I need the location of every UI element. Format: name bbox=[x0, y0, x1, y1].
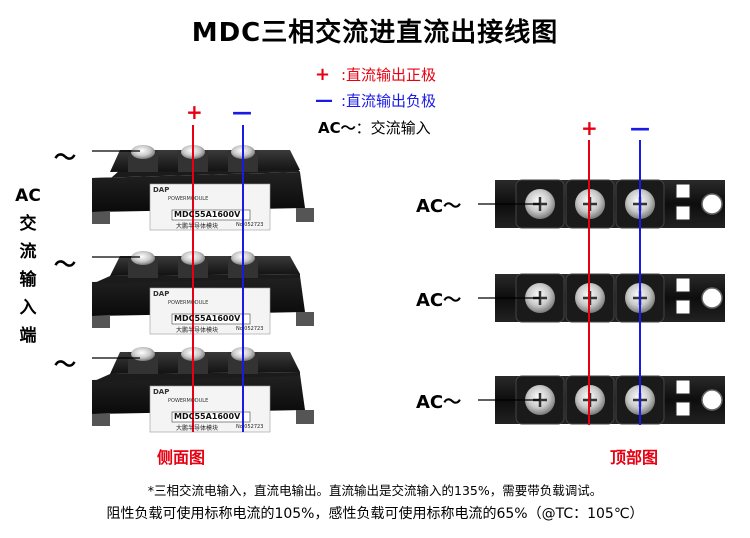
module-subtitle: POWERMODULE bbox=[168, 300, 209, 306]
legend-positive: + :直流输出正极 bbox=[315, 64, 436, 85]
side-module-1 bbox=[92, 145, 314, 231]
side-plus-label: + bbox=[186, 100, 203, 124]
minus-symbol: — bbox=[315, 90, 333, 111]
top-ac-label-2: AC～ bbox=[416, 290, 462, 311]
legend-positive-text: :直流输出正极 bbox=[341, 66, 437, 84]
module-maker: 大鹏半导体模块 bbox=[176, 425, 219, 432]
ac-input-label: AC 交 流 输 入 端 bbox=[8, 182, 48, 350]
ac-char: AC bbox=[15, 186, 41, 206]
ac-char: 流 bbox=[19, 242, 37, 262]
plus-symbol: + bbox=[315, 64, 331, 85]
ac-tilde-2: ～ bbox=[54, 253, 77, 278]
top-plus-label: + bbox=[581, 116, 598, 140]
module-serial: No.052723 bbox=[236, 424, 264, 430]
module-maker: 大鹏半导体模块 bbox=[176, 223, 219, 230]
module-brand: DAP bbox=[153, 388, 170, 396]
module-model: MDC55A1600V bbox=[174, 210, 241, 219]
top-minus-label: — bbox=[630, 116, 650, 140]
ac-tilde-1: ～ bbox=[54, 146, 77, 171]
ac-char: 交 bbox=[19, 214, 37, 234]
note-line-1: *三相交流电输入，直流电输出。直流输出是交流输入的135%，需要带负载调试。 bbox=[147, 483, 603, 498]
module-brand: DAP bbox=[153, 186, 170, 194]
module-serial: No.052723 bbox=[236, 326, 264, 332]
ac-tilde-3: ～ bbox=[54, 353, 77, 378]
ac-char: 入 bbox=[19, 298, 37, 318]
module-model: MDC55A1600V bbox=[174, 412, 241, 421]
page-title: MDC三相交流进直流出接线图 bbox=[191, 18, 559, 48]
legend-ac-text: ：交流输入 bbox=[355, 119, 431, 137]
legend-negative: — :直流输出负极 bbox=[315, 90, 436, 111]
top-ac-label-3: AC～ bbox=[416, 392, 462, 413]
module-serial: No.052723 bbox=[236, 222, 264, 228]
side-minus-label: — bbox=[232, 100, 252, 124]
top-view-caption: 顶部图 bbox=[610, 448, 659, 467]
module-subtitle: POWERMODULE bbox=[168, 398, 209, 404]
side-module-2 bbox=[92, 251, 314, 335]
module-subtitle: POWERMODULE bbox=[168, 196, 209, 202]
ac-char: 端 bbox=[19, 326, 37, 346]
legend-ac: AC～：交流输入 bbox=[318, 117, 431, 138]
legend-negative-text: :直流输出负极 bbox=[341, 92, 437, 110]
ac-char: 输 bbox=[19, 270, 37, 290]
ac-symbol: AC～ bbox=[318, 119, 356, 137]
side-view-caption: 侧面图 bbox=[157, 448, 206, 467]
top-ac-label-1: AC～ bbox=[416, 196, 462, 217]
module-model: MDC55A1600V bbox=[174, 314, 241, 323]
side-module-3 bbox=[92, 347, 314, 433]
note-line-2: 阻性负载可使用标称电流的105%，感性负载可使用标称电流的65%（@TC：105… bbox=[106, 506, 644, 522]
module-maker: 大鹏半导体模块 bbox=[176, 327, 219, 334]
module-brand: DAP bbox=[153, 290, 170, 298]
